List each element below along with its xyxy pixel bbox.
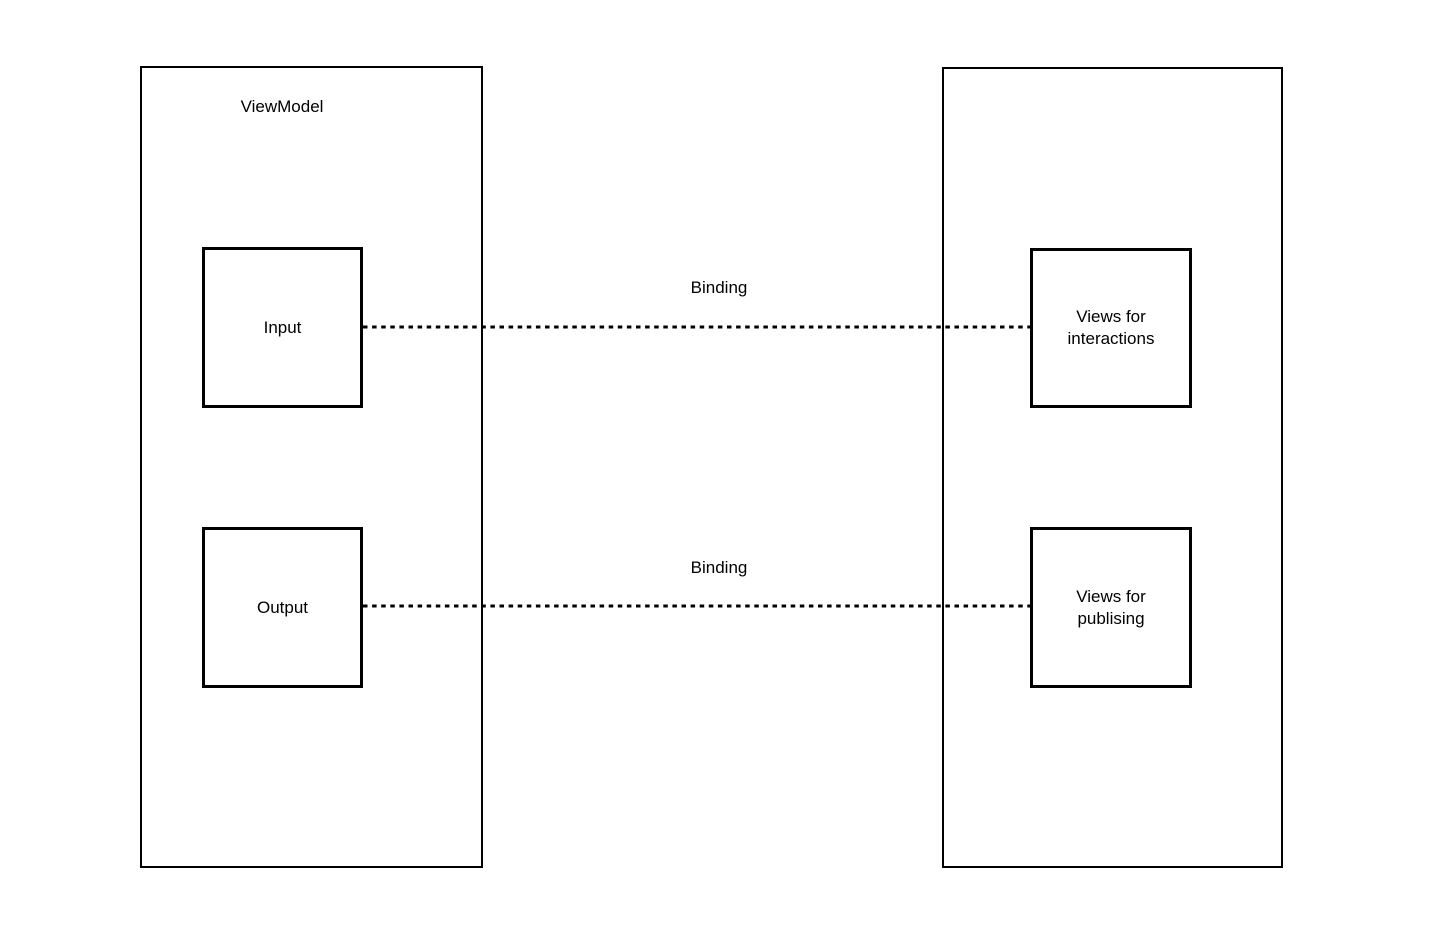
output-node: Output: [202, 527, 363, 688]
viewmodel-container-label: ViewModel: [240, 97, 324, 116]
input-node: Input: [202, 247, 363, 408]
views-for-interactions-node: Views for interactions: [1030, 248, 1192, 408]
viewmodel-container: ViewModel: [140, 66, 483, 868]
binding-label-top: Binding: [690, 278, 748, 297]
views-container: [942, 67, 1283, 868]
views-for-publising-node: Views for publising: [1030, 527, 1192, 688]
binding-label-bottom: Binding: [690, 558, 748, 577]
